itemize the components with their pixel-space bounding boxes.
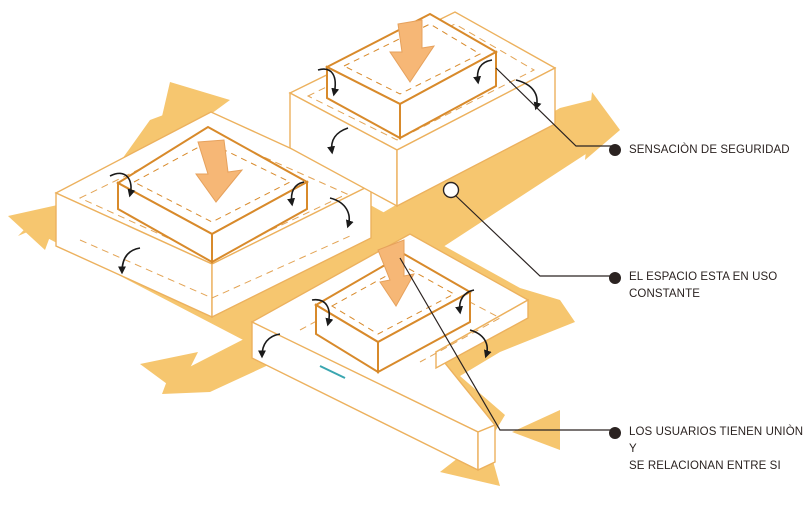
bottom-block <box>250 233 530 472</box>
top-block-down-arrow <box>389 19 436 83</box>
bottom-block-down-arrow <box>377 239 415 307</box>
bottom-block-end <box>477 423 496 472</box>
bullet-safety <box>609 144 621 156</box>
top-block-right-face <box>396 66 556 208</box>
label-sensacion-de-seguridad: SENSACIÒN DE SEGURIDAD <box>629 142 790 159</box>
left-block-down-arrow <box>195 139 244 203</box>
bullet-in-use <box>609 272 621 284</box>
label-line: EL ESPACIO ESTA EN USO <box>629 271 778 283</box>
label-usuarios-union: LOS USUARIOS TIENEN UNIÒN Y SE RELACIONA… <box>629 424 805 475</box>
leader-lines <box>399 67 612 431</box>
leader-safety <box>495 67 612 147</box>
arrow-up-left <box>160 82 230 125</box>
label-line: LOS USUARIOS TIENEN UNIÒN Y <box>629 426 804 455</box>
top-block <box>288 11 557 208</box>
arrow-right <box>585 92 620 160</box>
arrow-left <box>8 204 62 250</box>
left-block-right-face <box>211 183 372 319</box>
leader-in-use <box>455 195 612 277</box>
label-line: SENSACIÒN DE SEGURIDAD <box>629 144 790 156</box>
label-line: CONSTANTE <box>629 288 700 300</box>
space-marker-circle <box>442 181 460 199</box>
bullet-union <box>609 427 621 439</box>
label-line: SE RELACIONAN ENTRE SI <box>629 460 781 472</box>
arrow-lower-left <box>140 352 198 392</box>
label-espacio-en-uso: EL ESPACIO ESTA EN USO CONSTANTE <box>629 269 777 303</box>
leader-union <box>399 257 612 431</box>
bottom-block-right-face <box>435 298 529 370</box>
upper-right-path <box>340 100 592 262</box>
